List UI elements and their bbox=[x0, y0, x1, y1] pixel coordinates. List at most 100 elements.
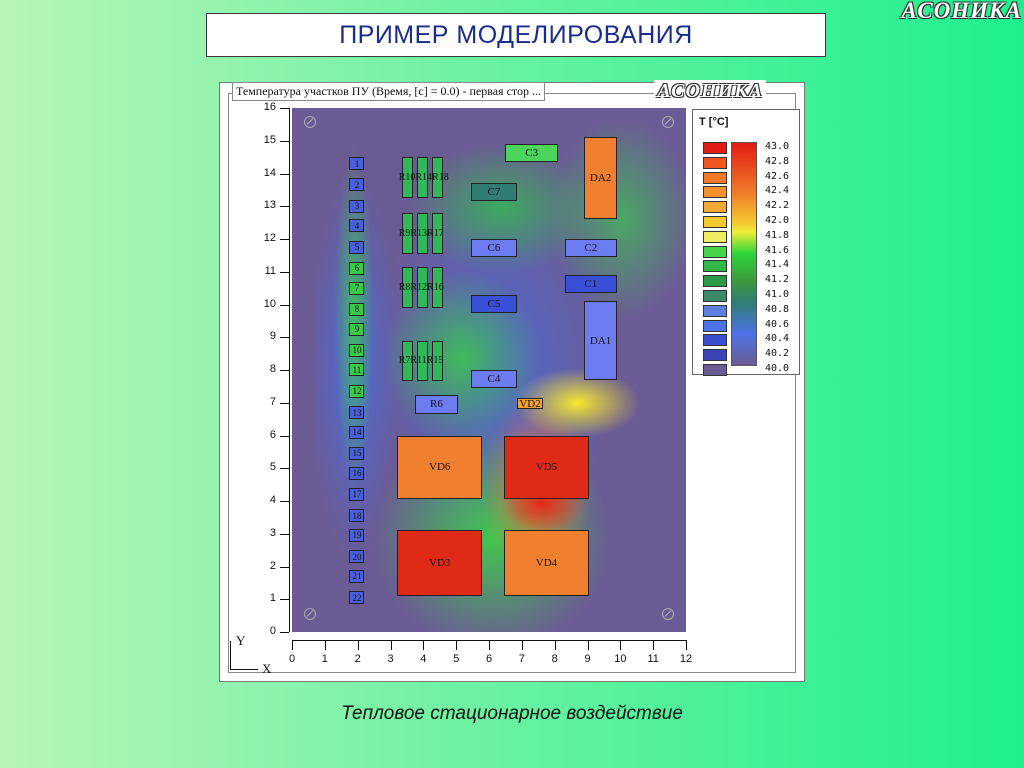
asonika-logo: АСОНИКА bbox=[901, 0, 1022, 23]
legend-value: 40.2 bbox=[765, 348, 790, 360]
connector-pin[interactable]: 9 bbox=[349, 322, 365, 336]
x-tick-label: 5 bbox=[453, 653, 460, 665]
legend-value: 40.6 bbox=[765, 318, 790, 330]
resistor-group-label: R8R12R16 bbox=[398, 281, 444, 293]
y-tick bbox=[280, 501, 289, 502]
legend-value: 40.0 bbox=[765, 363, 790, 374]
component-c6[interactable]: C6 bbox=[470, 239, 517, 257]
y-tick bbox=[280, 173, 289, 175]
legend-value: 42.6 bbox=[765, 170, 790, 182]
resistor[interactable] bbox=[401, 340, 413, 382]
component-da2[interactable]: DA2 bbox=[584, 137, 618, 220]
connector-pin[interactable]: 15 bbox=[349, 446, 365, 460]
legend-color-bar bbox=[731, 142, 757, 366]
resistor[interactable] bbox=[416, 266, 428, 308]
component-vd6[interactable]: VD6 bbox=[397, 435, 483, 500]
connector-pin[interactable]: 7 bbox=[349, 281, 365, 295]
x-tick bbox=[554, 640, 556, 650]
connector-pin[interactable]: 22 bbox=[349, 591, 365, 605]
component-r6[interactable]: R6 bbox=[415, 394, 458, 415]
x-tick bbox=[324, 640, 326, 650]
x-tick-label: 9 bbox=[584, 653, 591, 665]
y-tick bbox=[280, 140, 289, 142]
resistor-group-label: R9R13R17 bbox=[398, 227, 444, 239]
legend-swatch bbox=[703, 319, 727, 332]
resistor[interactable] bbox=[431, 157, 443, 199]
legend-value: 42.2 bbox=[765, 200, 790, 212]
connector-pin[interactable]: 20 bbox=[349, 550, 365, 564]
resistor[interactable] bbox=[416, 212, 428, 254]
connector-pin[interactable]: 1 bbox=[349, 157, 365, 171]
slide-caption: Тепловое стационарное воздействие bbox=[341, 703, 683, 724]
y-tick-label: 8 bbox=[269, 363, 276, 375]
resistor[interactable] bbox=[401, 157, 413, 199]
y-tick bbox=[280, 370, 289, 371]
resistor-group-label: R10R14R18 bbox=[398, 171, 449, 183]
connector-pin[interactable]: 17 bbox=[349, 487, 365, 501]
y-tick bbox=[280, 108, 289, 109]
connector-pin[interactable]: 13 bbox=[349, 406, 365, 420]
connector-pin[interactable]: 6 bbox=[349, 261, 365, 275]
y-tick bbox=[280, 271, 289, 273]
y-tick bbox=[280, 337, 289, 339]
mounting-hole-icon bbox=[304, 608, 316, 620]
legend-swatch bbox=[703, 290, 727, 302]
connector-pin[interactable]: 19 bbox=[349, 528, 365, 542]
connector-pin[interactable]: 3 bbox=[349, 199, 365, 213]
x-tick bbox=[456, 640, 458, 650]
legend-swatch bbox=[703, 349, 727, 362]
legend-title: T [°C] bbox=[699, 116, 729, 128]
resistor[interactable] bbox=[416, 340, 428, 382]
x-tick-label: 11 bbox=[647, 653, 659, 665]
connector-pin[interactable]: 5 bbox=[349, 240, 365, 254]
mounting-hole-icon bbox=[662, 116, 674, 128]
connector-pin[interactable]: 21 bbox=[349, 569, 365, 583]
x-tick-label: 10 bbox=[614, 653, 627, 665]
y-tick bbox=[280, 239, 289, 240]
legend-swatch bbox=[703, 216, 727, 228]
connector-pin[interactable]: 12 bbox=[349, 384, 365, 398]
x-tick bbox=[587, 640, 589, 650]
component-vd3[interactable]: VD3 bbox=[397, 530, 483, 596]
y-tick-label: 14 bbox=[263, 166, 276, 179]
component-c2[interactable]: C2 bbox=[564, 239, 618, 257]
component-c7[interactable]: C7 bbox=[470, 183, 517, 202]
component-da1[interactable]: DA1 bbox=[584, 301, 618, 380]
component-c3[interactable]: C3 bbox=[505, 144, 558, 163]
y-tick-label: 7 bbox=[269, 395, 276, 408]
connector-pin[interactable]: 2 bbox=[349, 178, 365, 192]
x-tick-label: 7 bbox=[518, 653, 525, 665]
connector-pin[interactable]: 16 bbox=[349, 466, 365, 480]
legend-swatch bbox=[703, 260, 727, 273]
resistor[interactable] bbox=[431, 340, 443, 382]
component-c4[interactable]: C4 bbox=[470, 370, 517, 388]
resistor[interactable] bbox=[431, 212, 443, 254]
connector-pin[interactable]: 14 bbox=[349, 425, 365, 439]
y-tick-label: 9 bbox=[269, 330, 276, 343]
resistor[interactable] bbox=[431, 266, 443, 308]
legend-value: 41.0 bbox=[765, 289, 790, 300]
resistor[interactable] bbox=[416, 157, 428, 199]
component-c5[interactable]: C5 bbox=[470, 294, 517, 313]
resistor[interactable] bbox=[401, 212, 413, 254]
connector-pin[interactable]: 18 bbox=[349, 509, 365, 523]
y-tick bbox=[280, 304, 289, 306]
x-tick bbox=[686, 640, 687, 650]
component-c1[interactable]: C1 bbox=[564, 275, 618, 294]
y-axis-line bbox=[289, 108, 290, 632]
legend-swatch bbox=[703, 364, 727, 376]
connector-pin[interactable]: 11 bbox=[349, 363, 365, 377]
connector-pin[interactable]: 10 bbox=[349, 343, 365, 357]
x-direction-arrow-icon bbox=[230, 669, 258, 670]
slide-title: ПРИМЕР МОДЕЛИРОВАНИЯ bbox=[206, 13, 826, 57]
connector-pin[interactable]: 8 bbox=[349, 302, 365, 316]
component-vd2[interactable]: VD2 bbox=[516, 397, 544, 410]
component-vd5[interactable]: VD5 bbox=[503, 435, 590, 500]
connector-pin[interactable]: 4 bbox=[349, 219, 365, 233]
component-vd4[interactable]: VD4 bbox=[503, 530, 590, 596]
resistor[interactable] bbox=[401, 266, 413, 308]
y-tick bbox=[280, 632, 289, 633]
y-tick bbox=[280, 468, 289, 470]
